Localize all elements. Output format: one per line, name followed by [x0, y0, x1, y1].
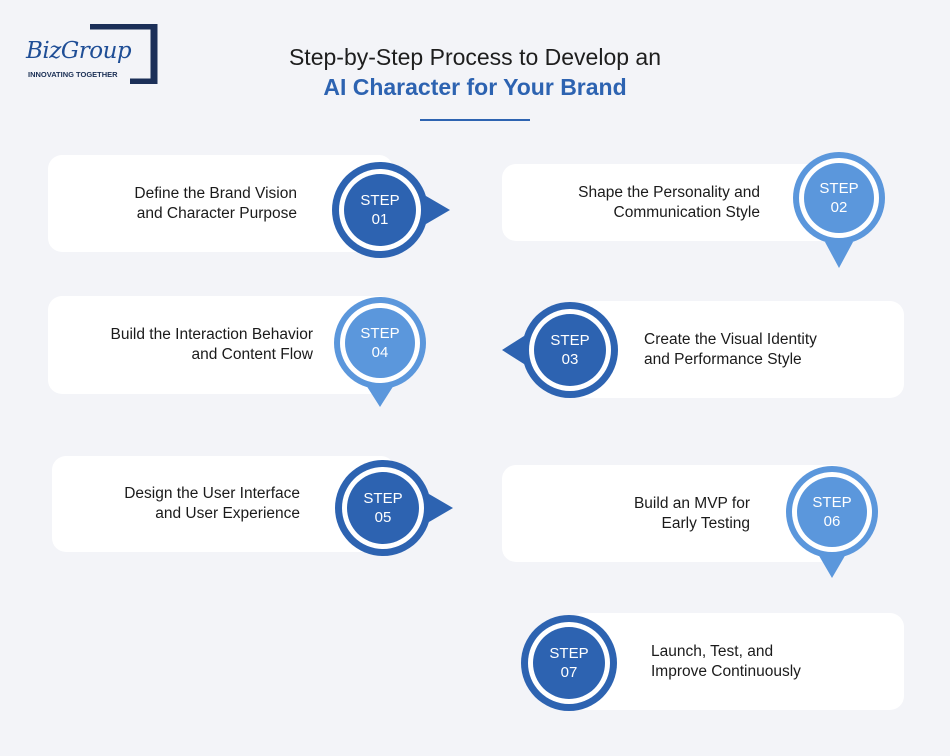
step-05-line-1: Design the User Interface [124, 485, 300, 502]
step-03-badge-label: STEP 03 [520, 300, 620, 400]
logo-tagline: INNOVATING TOGETHER [28, 70, 118, 79]
arrow-right-icon [335, 460, 453, 556]
bizgroup-logo: BizGroup INNOVATING TOGETHER [22, 24, 158, 84]
logo-frame-icon [90, 24, 158, 84]
arrow-down-icon [334, 297, 426, 407]
step-06-badge: STEP 06 [782, 464, 882, 580]
step-03-number: 03 [561, 351, 579, 368]
step-01-line-1: Define the Brand Vision [134, 184, 297, 202]
step-02-badge: STEP 02 [789, 150, 889, 270]
step-01-badge-label: STEP 01 [330, 160, 430, 260]
title-underline [420, 119, 530, 121]
step-01-line-2: and Character Purpose [136, 204, 297, 222]
step-06-text: Build an MVP for Early Testing [634, 494, 750, 534]
step-06-word: STEP [812, 494, 852, 511]
step-07-line-2: Improve Continuously [651, 662, 801, 680]
step-07-badge-label: STEP 07 [520, 614, 618, 712]
step-04-line-2: and Content Flow [191, 346, 314, 363]
step-01-badge: STEP 01 [330, 160, 454, 260]
title-line-1: Step-by-Step Process to Develop an [288, 44, 662, 70]
step-02-word: STEP [819, 180, 859, 197]
step-04-badge-label: STEP 04 [330, 295, 430, 391]
step-01-word: STEP [360, 192, 400, 209]
step-06-line-2: Early Testing [661, 514, 750, 532]
step-02-number: 02 [830, 199, 848, 216]
title-line-2: AI Character for Your Brand [323, 74, 627, 100]
logo-brand-text: BizGroup [26, 38, 132, 64]
step-06-badge-label: STEP 06 [782, 464, 882, 560]
step-04-word: STEP [360, 325, 400, 342]
step-05-text: Design the User Interface and User Exper… [124, 484, 300, 524]
step-05-number: 05 [374, 509, 392, 526]
step-06-line-1: Build an MVP for [633, 494, 750, 512]
step-07-card: Launch, Test, and Improve Continuously [570, 613, 904, 710]
arrow-down-icon [786, 466, 878, 578]
step-05-badge-label: STEP 05 [333, 458, 433, 558]
arrow-left-icon [502, 302, 618, 398]
step-05-badge: STEP 05 [333, 458, 457, 558]
step-04-line-1: Build the Interaction Behavior [110, 326, 313, 343]
step-03-badge: STEP 03 [500, 300, 620, 400]
step-04-text: Build the Interaction Behavior and Conte… [111, 325, 313, 365]
step-02-text: Shape the Personality and Communication … [578, 183, 760, 223]
step-07-text: Launch, Test, and Improve Continuously [651, 642, 801, 682]
step-02-line-1: Shape the Personality and [578, 183, 760, 201]
step-05-line-2: and User Experience [155, 505, 300, 522]
step-03-line-1: Create the Visual Identity [644, 330, 817, 348]
step-07-number: 07 [560, 664, 578, 681]
step-07-circle-icon [521, 615, 617, 711]
step-07-line-1: Launch, Test, and [651, 642, 774, 660]
step-01-card: Define the Brand Vision and Character Pu… [48, 155, 393, 252]
step-01-text: Define the Brand Vision and Character Pu… [134, 184, 297, 224]
step-02-line-2: Communication Style [613, 203, 760, 221]
step-07-badge: STEP 07 [520, 614, 618, 712]
step-03-text: Create the Visual Identity and Performan… [644, 330, 817, 370]
step-04-card: Build the Interaction Behavior and Conte… [48, 296, 393, 394]
step-06-number: 06 [823, 513, 841, 530]
step-05-word: STEP [363, 490, 403, 507]
step-04-badge: STEP 04 [330, 295, 430, 409]
step-03-word: STEP [550, 332, 590, 349]
page-title: Step-by-Step Process to Develop an AI Ch… [200, 42, 750, 102]
step-07-word: STEP [549, 645, 589, 662]
step-03-card: Create the Visual Identity and Performan… [570, 301, 904, 398]
arrow-right-icon [332, 162, 450, 258]
step-04-number: 04 [371, 344, 389, 361]
step-03-line-2: and Performance Style [644, 350, 802, 368]
step-01-number: 01 [371, 211, 389, 228]
arrow-down-icon [793, 152, 885, 268]
step-02-badge-label: STEP 02 [789, 150, 889, 246]
step-02-card: Shape the Personality and Communication … [502, 164, 847, 241]
